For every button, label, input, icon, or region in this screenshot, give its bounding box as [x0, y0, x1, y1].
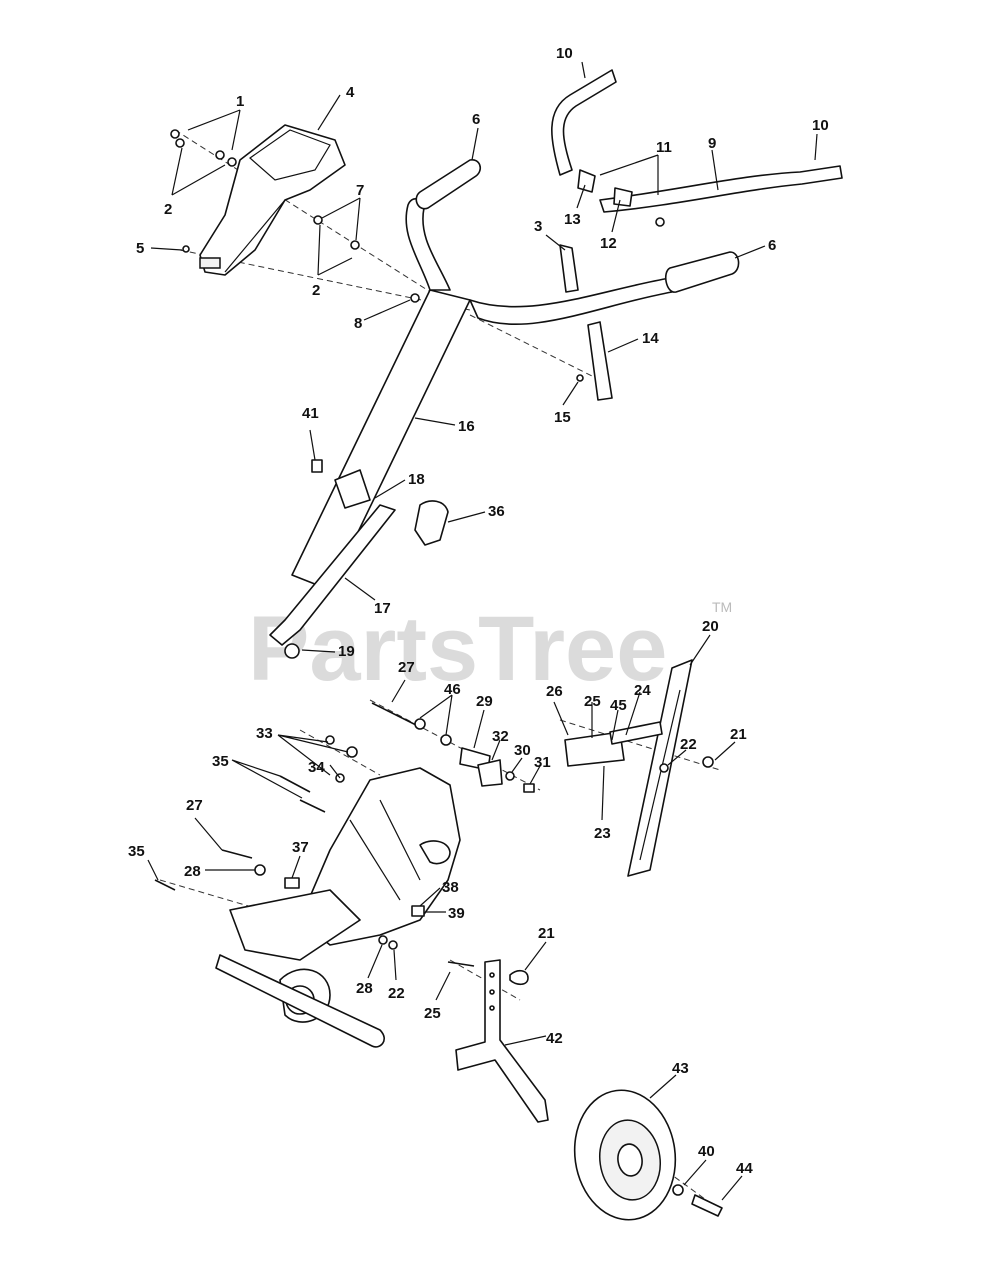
shift-linkage	[269, 459, 449, 659]
wheel-bracket	[447, 959, 549, 1123]
callout-19: 19	[338, 643, 355, 660]
depth-stake-assembly	[564, 659, 714, 877]
callout-9: 9	[708, 135, 716, 152]
callout-13: 13	[564, 211, 581, 228]
transmission-housing	[215, 767, 461, 1048]
callout-16: 16	[458, 418, 475, 435]
callout-21-top: 21	[730, 726, 747, 743]
callout-45: 45	[610, 697, 627, 714]
callout-2-top: 2	[164, 201, 172, 218]
callout-28-lower: 28	[356, 980, 373, 997]
watermark-tm: TM	[712, 599, 732, 615]
callout-23: 23	[594, 825, 611, 842]
callout-20: 20	[702, 618, 719, 635]
callout-22-top: 22	[680, 736, 697, 753]
callout-29: 29	[476, 693, 493, 710]
callout-35-left: 35	[128, 843, 145, 860]
callout-3: 3	[534, 218, 542, 235]
callout-10-top: 10	[556, 45, 573, 62]
callout-46: 46	[444, 681, 461, 698]
watermark: PartsTree	[248, 598, 667, 700]
callout-14: 14	[642, 330, 659, 347]
callout-32: 32	[492, 728, 509, 745]
callout-28-left: 28	[184, 863, 201, 880]
callout-41: 41	[302, 405, 319, 422]
callout-31: 31	[534, 754, 551, 771]
callout-7: 7	[356, 182, 364, 199]
callout-25-lower: 25	[424, 1005, 441, 1022]
callout-30: 30	[514, 742, 531, 759]
callout-33: 33	[256, 725, 273, 742]
callout-34: 34	[308, 759, 325, 776]
callout-5: 5	[136, 240, 144, 257]
callout-10-right: 10	[812, 117, 829, 134]
callout-27-top: 27	[398, 659, 415, 676]
callout-37: 37	[292, 839, 309, 856]
callout-2-lower: 2	[312, 282, 320, 299]
callout-11: 11	[656, 139, 672, 156]
callout-36: 36	[488, 503, 505, 520]
callout-12: 12	[600, 235, 617, 252]
callout-15: 15	[554, 409, 571, 426]
callout-38: 38	[442, 879, 459, 896]
callout-40: 40	[698, 1143, 715, 1160]
leader-lines	[147, 61, 818, 1201]
callout-26: 26	[546, 683, 563, 700]
callout-39: 39	[448, 905, 465, 922]
callout-27-lower: 27	[186, 797, 203, 814]
callout-17: 17	[374, 600, 391, 617]
fasteners	[170, 129, 665, 382]
callout-25-top: 25	[584, 693, 601, 710]
callout-24: 24	[634, 682, 651, 699]
callout-6-right: 6	[768, 237, 776, 254]
callout-4: 4	[346, 84, 355, 101]
callout-18: 18	[408, 471, 425, 488]
callout-8: 8	[354, 315, 362, 332]
callout-21-lower: 21	[538, 925, 555, 942]
callout-1: 1	[236, 93, 244, 110]
callout-44: 44	[736, 1160, 753, 1177]
callout-6-left: 6	[472, 111, 480, 128]
wheel-tire	[573, 1089, 723, 1221]
handle-assembly	[291, 69, 843, 591]
callout-labels: 1 2 2 3 4 5 6 6 7 8 9 10 10 11 12 13 14 …	[128, 45, 829, 1177]
hardware-row	[371, 702, 535, 793]
callout-43: 43	[672, 1060, 689, 1077]
callout-22-lower: 22	[388, 985, 405, 1002]
console-shroud	[199, 124, 346, 276]
callout-42: 42	[546, 1030, 563, 1047]
callout-35-top: 35	[212, 753, 229, 770]
